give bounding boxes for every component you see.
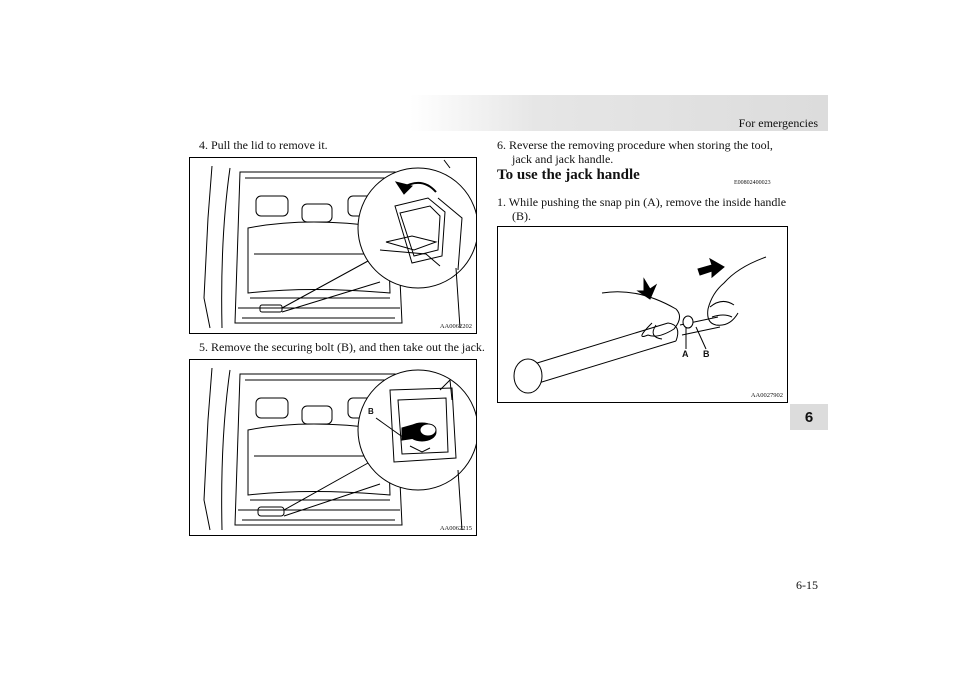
step-4-text: 4. Pull the lid to remove it. bbox=[199, 138, 328, 152]
step-6-line-1: 6. Reverse the removing procedure when s… bbox=[497, 138, 773, 152]
figure-lid-removal: AA0062202 bbox=[189, 157, 477, 334]
header-title: For emergencies bbox=[738, 116, 818, 130]
step-1-line-1: 1. While pushing the snap pin (A), remov… bbox=[497, 195, 787, 209]
figure-1-code: AA0062202 bbox=[439, 323, 472, 330]
figure-2-code: AA0062215 bbox=[439, 525, 472, 532]
figure-3-code: AA0027902 bbox=[750, 392, 783, 399]
page-number: 6-15 bbox=[796, 578, 818, 592]
figure-3-label-b: B bbox=[703, 349, 710, 359]
chapter-tab: 6 bbox=[790, 404, 828, 430]
figure-bolt-removal: B AA0062215 bbox=[189, 359, 477, 536]
figure-3-label-a: A bbox=[682, 349, 689, 359]
step-6-line-2: jack and jack handle. bbox=[512, 152, 614, 166]
header-band bbox=[410, 95, 828, 131]
step-5-text: 5. Remove the securing bolt (B), and the… bbox=[199, 340, 485, 354]
step-1-line-2: (B). bbox=[512, 209, 531, 223]
chapter-number: 6 bbox=[804, 408, 814, 426]
figure-2-label-b: B bbox=[368, 407, 374, 416]
section-heading: To use the jack handle bbox=[497, 167, 640, 183]
figure-jack-handle: A B AA0027902 bbox=[497, 226, 788, 403]
section-code: E00802400023 bbox=[734, 180, 771, 186]
